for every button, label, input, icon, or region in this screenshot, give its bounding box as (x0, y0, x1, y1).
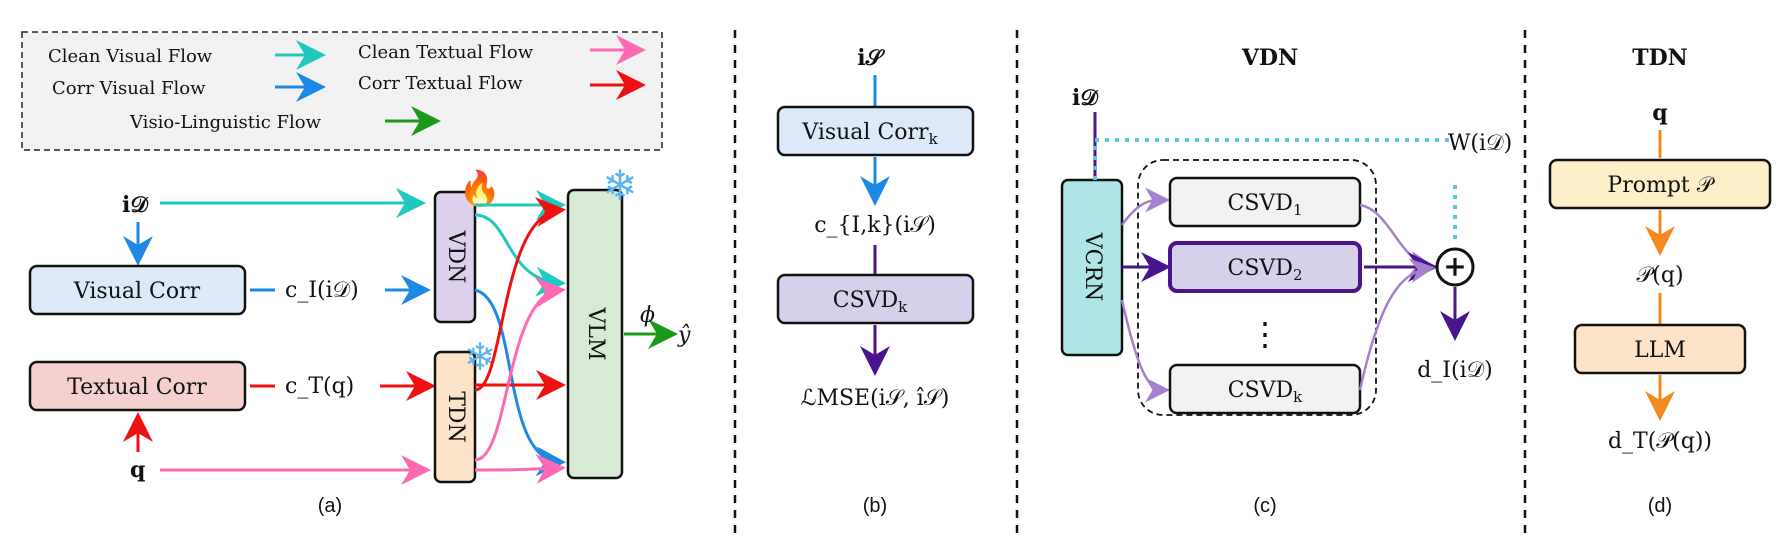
legend-label-corr-visual: Corr Visual Flow (52, 78, 206, 99)
csvd-k-label-c: CSVDk (1228, 378, 1303, 406)
panel-c: VDN i𝒟 VCRN W(i𝒟) CSVD1 CSVD2 ⋮ CSVDk + … (1060, 45, 1512, 517)
legend-label-clean-textual: Clean Textual Flow (358, 42, 534, 63)
caption-b: (b) (863, 495, 887, 517)
csvd-1-label: CSVD1 (1228, 191, 1303, 219)
caption-d: (d) (1648, 495, 1672, 517)
csvd-k-label: CSVDk (833, 288, 908, 316)
visual-corr-k-box (776, 105, 975, 157)
csvd-1-box (1168, 176, 1362, 228)
output-di-label: d_I(i𝒟) (1417, 358, 1493, 383)
visual-corr-box (28, 264, 247, 316)
panel-c-input-label: i𝒟 (1072, 85, 1099, 111)
caption-c: (c) (1253, 495, 1276, 517)
tdn-box (433, 350, 477, 484)
yhat-label: ŷ (677, 323, 691, 348)
arrow-vcrn-to-csvdk (1120, 299, 1170, 403)
csvd-group-frame (1137, 159, 1377, 416)
legend-label-visio-linguistic: Visio-Linguistic Flow (129, 112, 322, 133)
loss-label: ℒMSE(i𝒮, î𝒮) (801, 386, 950, 411)
textual-corr-label: Textual Corr (67, 375, 207, 400)
legend-label-corr-textual: Corr Textual Flow (358, 73, 523, 94)
fire-icon: 🔥 (459, 169, 501, 209)
llm-box (1573, 323, 1747, 375)
output-dt-label: d_T(𝒫(q)) (1608, 429, 1712, 454)
prompt-box (1548, 158, 1772, 210)
vdn-label: VDN (443, 230, 468, 284)
csvd-2-box (1168, 241, 1362, 293)
vlm-label: VLM (583, 306, 608, 360)
weight-label: W(i𝒟) (1448, 131, 1512, 156)
legend-frame (21, 31, 663, 151)
textual-corr-box (28, 360, 247, 412)
snowflake-icon: ❄ (464, 335, 496, 379)
snowflake-icon: ❄ (602, 161, 637, 210)
caption-a: (a) (318, 495, 342, 517)
ci-label: c_I(i𝒟) (285, 278, 359, 303)
panel-d: TDN q Prompt 𝒫 𝒫(q) LLM d_T(𝒫(q)) (d) (1548, 45, 1772, 517)
flow-vdn-clean-to-vlm-2 (474, 213, 566, 297)
vlm-box (566, 188, 624, 480)
panel-d-title: TDN (1632, 45, 1688, 71)
vcrn-label: VCRN (1080, 232, 1105, 302)
legend: Clean Visual Flow Clean Textual Flow Cor… (21, 31, 663, 151)
llm-label: LLM (1634, 338, 1686, 363)
legend-label-clean-visual: Clean Visual Flow (48, 46, 213, 67)
input-query-label: q (130, 457, 145, 483)
panel-b-input-label: i𝒮 (857, 45, 885, 71)
prompt-out-label: 𝒫(q) (1636, 263, 1683, 288)
panel-d-input-label: q (1652, 100, 1667, 126)
arrow-csvd1-to-sum (1359, 203, 1435, 276)
ct-label: c_T(q) (285, 374, 354, 399)
plus-icon: + (1443, 250, 1466, 283)
flow-tdn-clean-to-vlm (474, 277, 566, 462)
panel-c-title: VDN (1241, 45, 1298, 71)
visual-corr-label: Visual Corr (73, 279, 201, 304)
ellipsis: ⋮ (1249, 315, 1281, 353)
tdn-label: TDN (443, 391, 468, 443)
csvd-2-label: CSVD2 (1228, 256, 1303, 284)
prompt-label: Prompt 𝒫 (1607, 173, 1715, 198)
input-image-label: i𝒟 (122, 192, 149, 218)
panel-b: i𝒮 Visual Corrk c_{I,k}(i𝒮) CSVDk ℒMSE(i… (776, 45, 975, 517)
flow-tdn-clean-to-vlm-2 (474, 453, 566, 484)
phi-label: ϕ (640, 303, 655, 328)
panel-a: i𝒟 Visual Corr c_I(i𝒟) Textual Corr c_T(… (28, 161, 691, 517)
cik-label: c_{I,k}(i𝒮) (814, 213, 936, 238)
sum-node (1435, 247, 1475, 287)
weight-path (1093, 138, 1455, 180)
vdn-box (433, 190, 477, 324)
flow-tdn-corr-to-vlm-2 (474, 197, 566, 392)
arrow-csvdk-to-sum (1358, 258, 1435, 391)
arrow-vcrn-to-csvd1 (1120, 187, 1170, 226)
visual-corr-k-label: Visual Corrk (801, 120, 938, 148)
csvd-k-box (776, 273, 975, 325)
